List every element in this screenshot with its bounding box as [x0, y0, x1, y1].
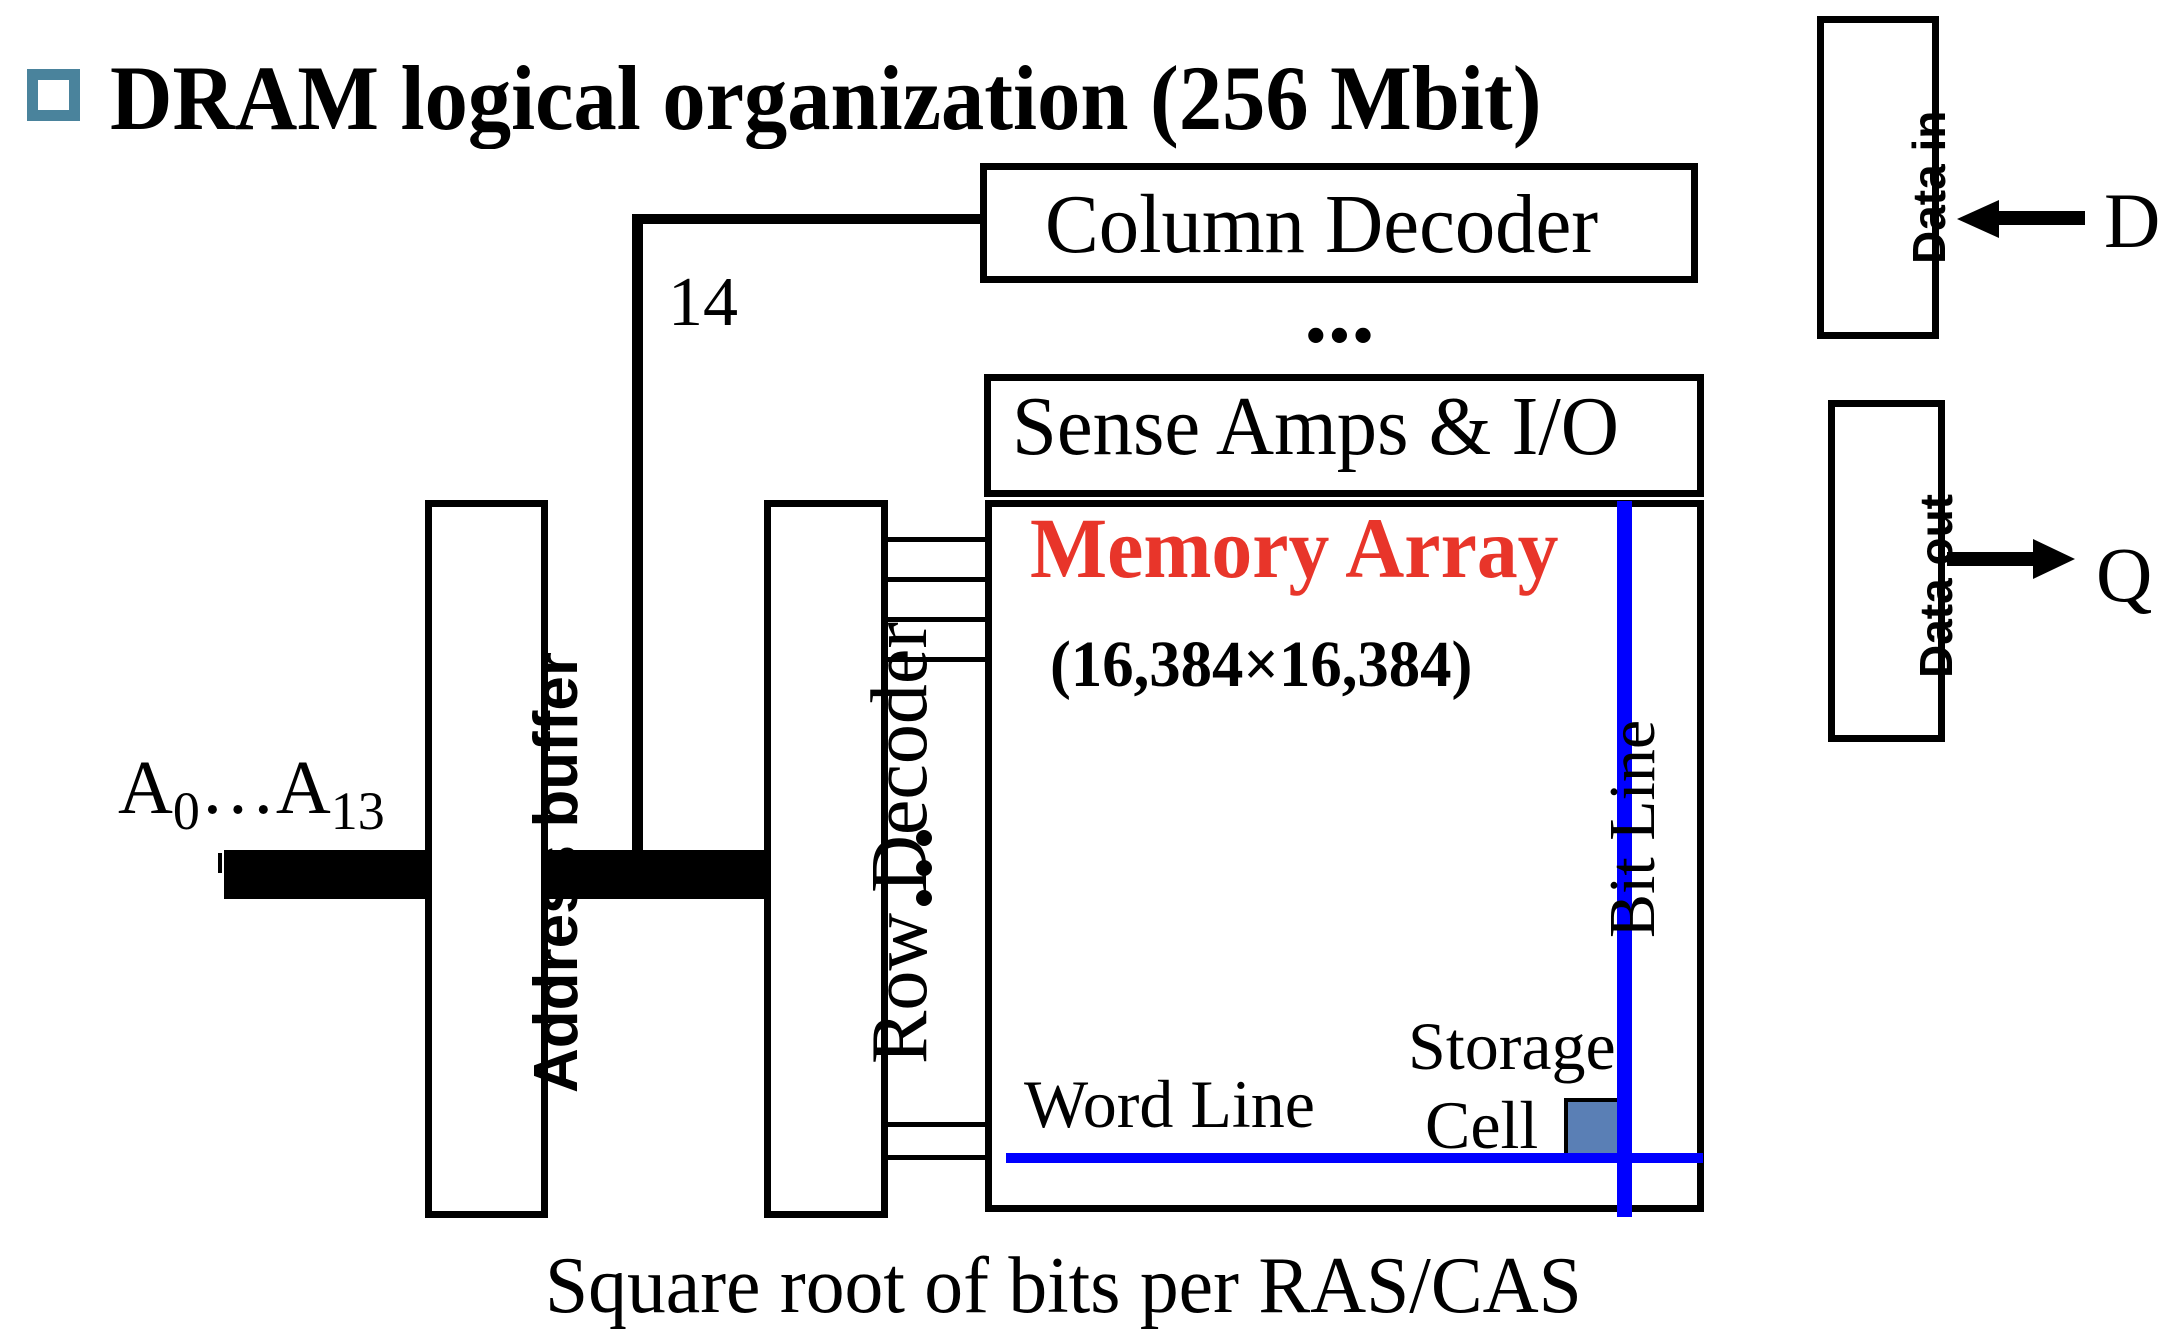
- column-bus-width-label: 14: [668, 264, 738, 341]
- slide-title: DRAM logical organization (256 Mbit): [110, 47, 1542, 149]
- storage-cell-label-line1: Storage: [1408, 1008, 1616, 1084]
- storage-cell-label-line2: Cell: [1425, 1087, 1539, 1163]
- data-out-label: Data out: [1910, 494, 1962, 678]
- ellipsis-dot: [916, 830, 932, 846]
- address-buffer-block: [425, 500, 548, 1218]
- address-prefix: A: [275, 746, 331, 830]
- storage-cell-icon: [1564, 1098, 1622, 1156]
- data-input-signal-label: D: [2104, 177, 2161, 264]
- column-address-wire-vertical: [632, 214, 643, 851]
- row-decoder-block: [764, 500, 888, 1218]
- bullet-square-icon: [27, 69, 80, 121]
- address-pins-label: A0…A13: [118, 750, 385, 838]
- column-decoder-label: Column Decoder: [1045, 178, 1599, 271]
- address-prefix: A: [118, 746, 173, 830]
- memory-array-dimensions: (16,384×16,384): [1050, 628, 1473, 701]
- row-select-line: [886, 1122, 986, 1127]
- sense-amps-label: Sense Amps & I/O: [1012, 380, 1620, 473]
- bit-line-label: Bit Line: [1596, 719, 1669, 938]
- word-line-label: Word Line: [1024, 1066, 1315, 1142]
- address-high-index: 13: [330, 781, 385, 841]
- bit-line: [1617, 501, 1632, 1217]
- data-in-block: [1817, 16, 1939, 339]
- word-line: [1006, 1153, 1703, 1163]
- arrow-right-icon: [2033, 539, 2075, 579]
- column-decoder-block: [980, 163, 1698, 283]
- data-in-label: Data in: [1903, 110, 1955, 264]
- row-address-bus: [547, 850, 765, 899]
- row-select-line: [886, 537, 986, 542]
- sense-amps-block: [984, 374, 1704, 497]
- bus-tick-mark: [218, 853, 222, 873]
- data-out-arrow-shaft: [1947, 552, 2037, 566]
- arrow-left-icon: [1957, 200, 1999, 238]
- row-select-line: [886, 657, 986, 662]
- address-ellipsis: …: [199, 746, 276, 830]
- column-ellipsis: •••: [1306, 305, 1377, 367]
- data-in-arrow-shaft: [1997, 211, 2085, 225]
- ellipsis-dot: [916, 890, 932, 906]
- diagram-caption: Square root of bits per RAS/CAS: [545, 1242, 1582, 1330]
- column-address-wire-horizontal: [632, 214, 980, 224]
- ellipsis-dot: [916, 860, 932, 876]
- row-select-line: [886, 577, 986, 582]
- row-select-line: [886, 617, 986, 622]
- data-output-signal-label: Q: [2096, 531, 2153, 618]
- memory-array-title: Memory Array: [1030, 500, 1559, 596]
- data-out-block: [1828, 400, 1945, 742]
- row-select-line: [886, 1155, 986, 1160]
- address-low-index: 0: [172, 781, 200, 841]
- address-input-bus: [224, 850, 426, 899]
- memory-array-block: [985, 500, 1704, 1212]
